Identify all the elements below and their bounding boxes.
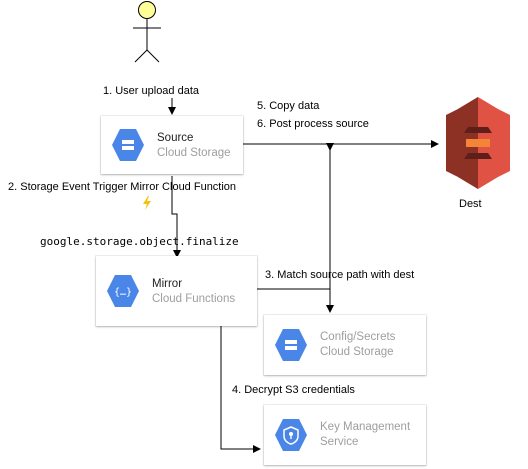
user-actor-icon bbox=[133, 1, 161, 63]
cloud-storage-icon bbox=[112, 129, 144, 161]
config-node[interactable]: Config/Secrets Cloud Storage bbox=[264, 315, 426, 375]
step-2-label: 2. Storage Event Trigger Mirror Cloud Fu… bbox=[8, 181, 237, 193]
kms-title: Key Management bbox=[320, 421, 411, 433]
trigger-arrow bbox=[171, 176, 181, 258]
config-title: Config/Secrets bbox=[320, 331, 396, 343]
mirror-subtitle: Cloud Functions bbox=[152, 293, 236, 305]
source-subtitle: Cloud Storage bbox=[157, 147, 231, 159]
aws-s3-bucket-icon bbox=[446, 97, 510, 189]
event-name-label: google.storage.object.finalize bbox=[40, 235, 239, 248]
step-4-label: 4. Decrypt S3 credentials bbox=[232, 384, 355, 396]
step-5-label: 5. Copy data bbox=[257, 100, 320, 112]
step-3-label: 3. Match source path with dest bbox=[265, 269, 415, 281]
step-6-label: 6. Post process source bbox=[257, 118, 369, 130]
mirror-node[interactable]: {…} Mirror Cloud Functions bbox=[96, 256, 257, 326]
key-management-icon bbox=[275, 419, 307, 451]
cloud-storage-icon bbox=[275, 329, 307, 361]
lightning-bolt-icon bbox=[143, 196, 151, 210]
decrypt-arrow bbox=[220, 326, 261, 453]
config-subtitle: Cloud Storage bbox=[320, 346, 394, 358]
source-title: Source bbox=[157, 132, 194, 144]
step-1-label: 1. User upload data bbox=[103, 85, 200, 97]
kms-subtitle: Service bbox=[320, 436, 359, 448]
source-node[interactable]: Source Cloud Storage bbox=[101, 116, 243, 174]
svg-text:{…}: {…} bbox=[114, 287, 132, 298]
cloud-functions-icon: {…} bbox=[107, 275, 139, 307]
mirror-title: Mirror bbox=[152, 278, 183, 290]
dest-label: Dest bbox=[459, 198, 482, 210]
kms-node[interactable]: Key Management Service bbox=[264, 405, 426, 465]
